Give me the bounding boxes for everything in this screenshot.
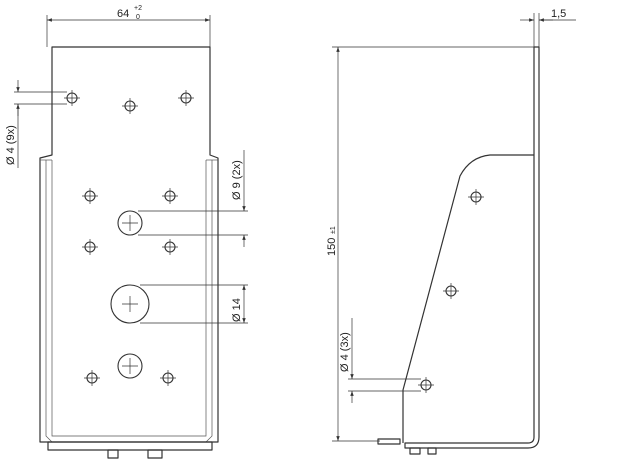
side-gusset bbox=[402, 154, 534, 443]
hole-small-dimension-front: Ø 4 (9x) bbox=[5, 80, 67, 168]
height-tolerance: ±1 bbox=[330, 226, 337, 234]
height-value: 150 bbox=[326, 238, 338, 256]
side-base-foot-left bbox=[409, 447, 421, 455]
width-dimension: 64 +2 0 bbox=[46, 5, 211, 47]
height-dimension: 150 ±1 bbox=[326, 46, 534, 442]
side-base-tab bbox=[377, 438, 401, 445]
hole-large-dimension: Ø 14 bbox=[140, 284, 248, 324]
hole-large-label: Ø 14 bbox=[231, 298, 243, 322]
front-base-tab-right bbox=[147, 449, 163, 459]
front-base-tab-left bbox=[107, 449, 119, 459]
hole-medium-label: Ø 9 (2x) bbox=[231, 160, 243, 200]
hole-medium-dimension: Ø 9 (2x) bbox=[138, 150, 248, 247]
front-base-strip bbox=[47, 441, 213, 451]
hole-small-front-label: Ø 4 (9x) bbox=[5, 125, 17, 165]
thickness-dimension: 1,5 bbox=[520, 8, 576, 47]
front-inner-edges bbox=[45, 160, 213, 443]
front-plate-outline bbox=[39, 46, 219, 443]
hole-small-side-label: Ø 4 (3x) bbox=[339, 332, 351, 372]
width-value: 64 bbox=[117, 8, 129, 20]
hole-small-dimension-side: Ø 4 (3x) bbox=[339, 318, 421, 403]
front-view: 64 +2 0 Ø 4 (9x) Ø 9 (2x) Ø 14 bbox=[5, 5, 248, 459]
front-holes bbox=[64, 90, 194, 386]
side-base-foot-right bbox=[427, 447, 437, 455]
side-view: 1,5 150 ±1 Ø 4 (3x) bbox=[326, 8, 576, 455]
width-tolerance-upper: +2 bbox=[134, 5, 142, 12]
width-tolerance-lower: 0 bbox=[136, 14, 140, 21]
thickness-value: 1,5 bbox=[551, 8, 566, 20]
side-plate bbox=[404, 46, 540, 449]
side-holes bbox=[418, 189, 484, 393]
